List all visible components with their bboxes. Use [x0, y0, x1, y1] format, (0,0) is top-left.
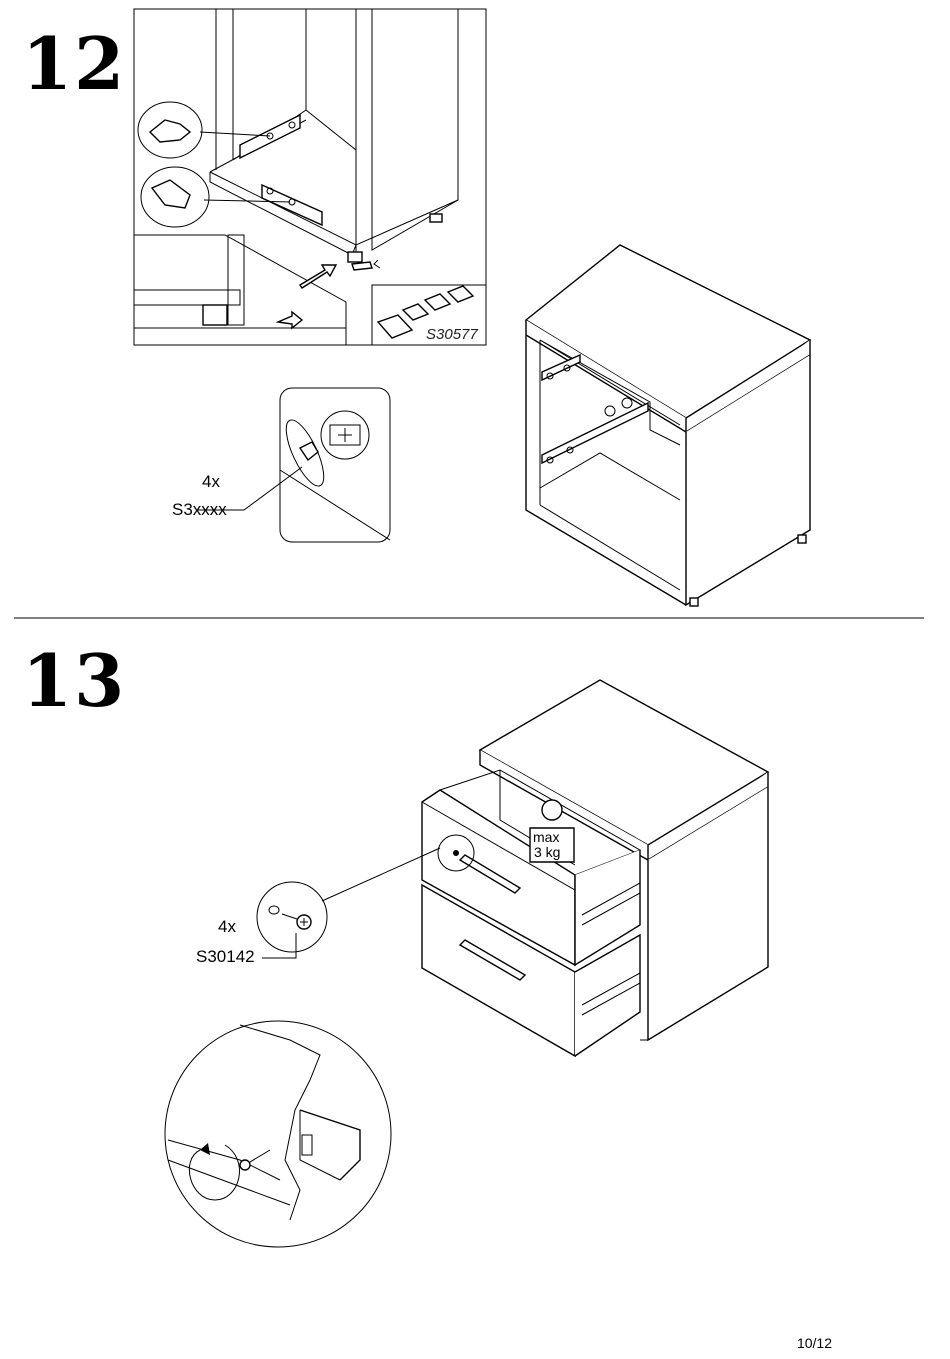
step13-quantity: 4x: [218, 917, 236, 937]
step12-part-code: S3xxxx: [172, 500, 227, 520]
step12-quantity: 4x: [202, 472, 220, 492]
step12-cabinet: [526, 245, 810, 606]
screw-callout: [257, 882, 327, 958]
step12-detail-code: S30577: [426, 326, 478, 343]
cam-lock-icon: [300, 442, 318, 460]
step12-detail-box: [134, 9, 486, 345]
step13-cabinet: [322, 680, 768, 1056]
weight-label-line1: max: [533, 829, 559, 845]
arrow-icon: [278, 312, 302, 328]
step13-part-code: S30142: [196, 947, 255, 967]
weight-label-line2: 3 kg: [534, 844, 560, 860]
step13-detail-circle: [165, 1021, 391, 1247]
page-number: 10/12: [797, 1335, 832, 1351]
arrow-icon: [300, 265, 336, 288]
